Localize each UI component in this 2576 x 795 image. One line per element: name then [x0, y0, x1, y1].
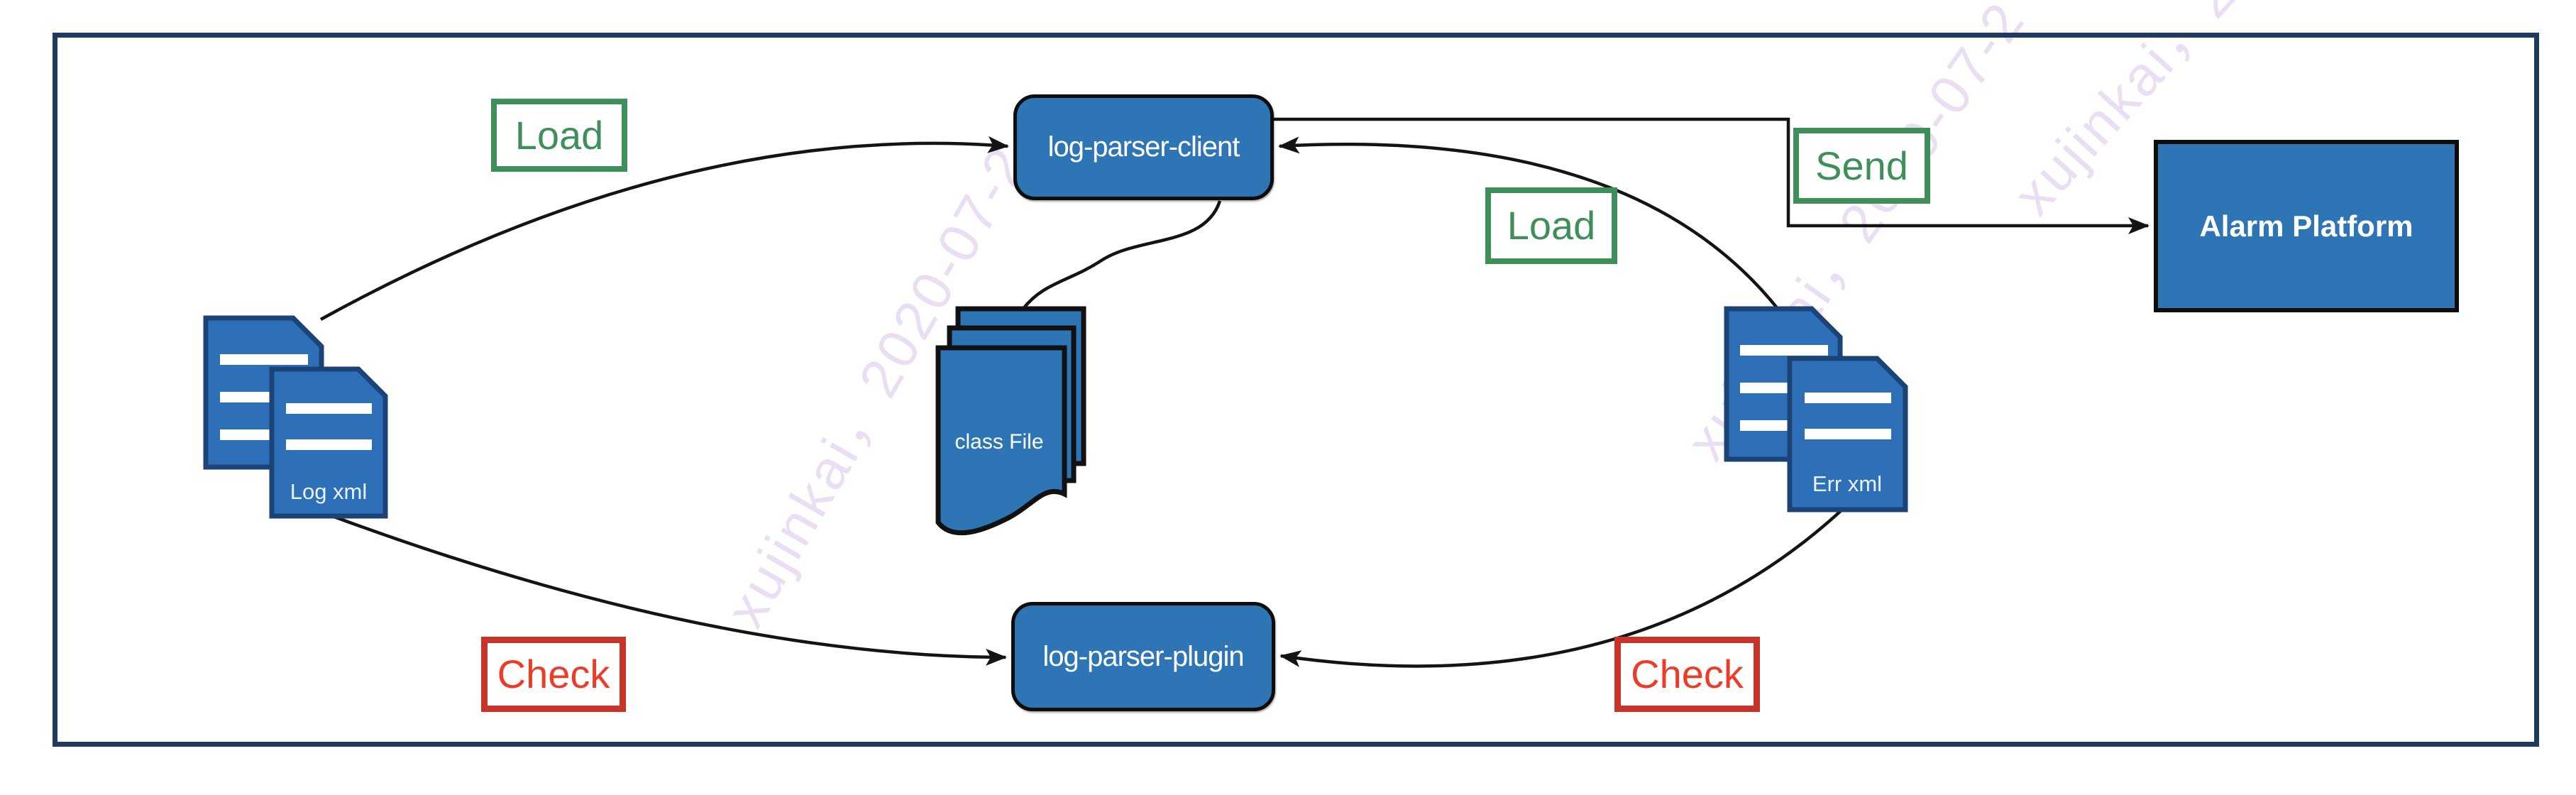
- node-log-parser-plugin: log-parser-plugin: [1011, 602, 1275, 711]
- node-log-parser-client: log-parser-client: [1013, 94, 1274, 200]
- node-alarm-platform: Alarm Platform: [2154, 140, 2459, 312]
- edge-check-right-arrow: [1279, 508, 1844, 668]
- node-log-parser-client-label: log-parser-client: [1047, 131, 1240, 163]
- class-file-label: class File: [954, 430, 1043, 454]
- edge-label-load-left: Load: [491, 99, 627, 172]
- edge-label-check-left: Check: [481, 637, 626, 712]
- edge-check-left-arrow: [331, 514, 1007, 666]
- log-xml-docs-icon: Log xml: [203, 315, 388, 519]
- edge-load-right-arrow: [1278, 136, 1780, 311]
- node-log-parser-plugin-label: log-parser-plugin: [1042, 640, 1244, 672]
- node-alarm-platform-label: Alarm Platform: [2199, 209, 2413, 243]
- edge-load-left-arrow: [319, 136, 1009, 321]
- edge-send-arrow: [1274, 117, 2150, 234]
- edge-label-check-right: Check: [1614, 637, 1760, 712]
- edge-label-send: Send: [1793, 128, 1930, 204]
- class-file-stack-icon: class File: [935, 306, 1086, 536]
- edge-client-classfile: [1021, 200, 1222, 311]
- err-xml-label: Err xml: [1812, 471, 1882, 496]
- err-xml-docs-icon: Err xml: [1724, 306, 1908, 512]
- log-xml-label: Log xml: [290, 479, 368, 504]
- edge-label-load-right: Load: [1485, 187, 1617, 264]
- diagram-frame: [53, 33, 2539, 747]
